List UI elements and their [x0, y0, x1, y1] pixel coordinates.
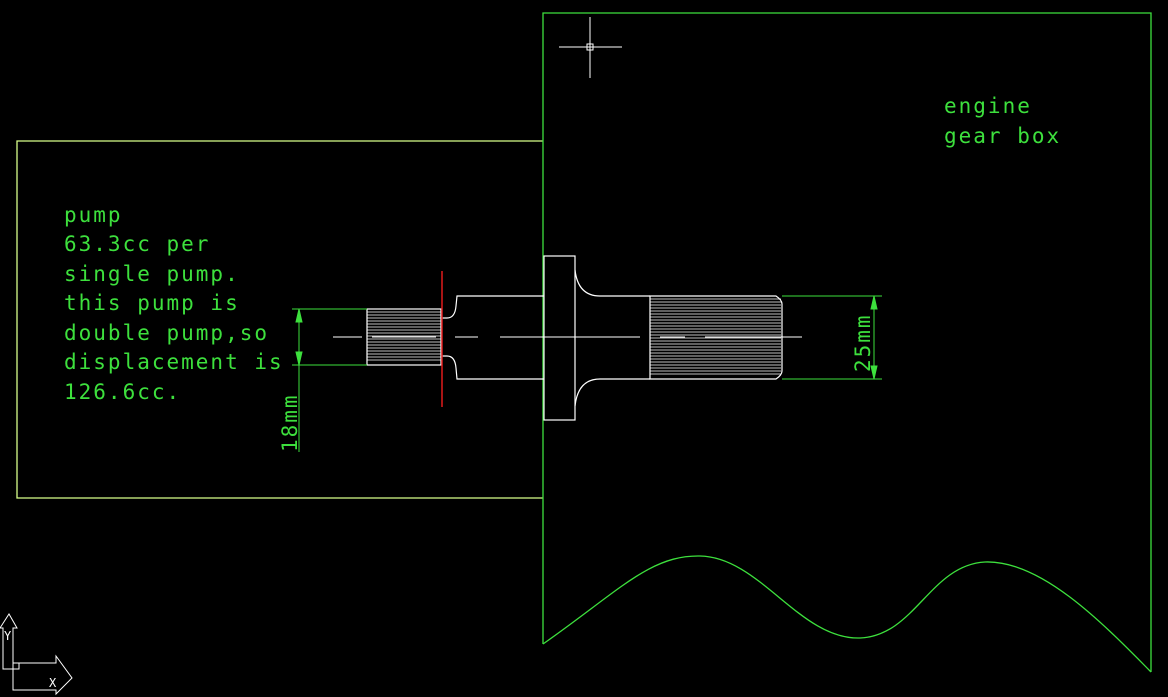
- dimension-label-25mm: 25mm: [851, 313, 875, 372]
- gearbox-label-line: gear box: [944, 124, 1061, 148]
- pump-label: pump 63.3cc per single pump. this pump i…: [64, 203, 298, 404]
- pump-label-line: pump: [64, 203, 123, 227]
- gearbox-housing: [542, 12, 1152, 673]
- pump-label-line: double pump,so: [64, 321, 269, 345]
- break-line: [542, 555, 1152, 673]
- dimension-18mm: [292, 308, 367, 452]
- small-spline: [366, 308, 442, 366]
- pump-housing: [16, 140, 543, 499]
- ucs-axis-icon: [0, 613, 73, 696]
- gearbox-label-line: engine: [944, 94, 1032, 118]
- pump-label-line: this pump is: [64, 291, 240, 315]
- ucs-y-label: Y: [4, 629, 12, 643]
- dimension-label-18mm: 18mm: [278, 393, 302, 452]
- pump-label-line: 126.6cc.: [64, 380, 181, 404]
- ucs-x-label: X: [49, 676, 57, 690]
- spline-hatching: [367, 311, 441, 361]
- large-spline: [649, 295, 783, 380]
- pump-label-line: displacement is: [64, 350, 284, 374]
- pump-label-line: 63.3cc per: [64, 232, 210, 256]
- shaft: [333, 255, 802, 421]
- flange: [543, 255, 576, 421]
- dimension-25mm: [782, 295, 882, 380]
- gearbox-label: engine gear box: [944, 94, 1061, 148]
- crosshair-cursor-icon: [559, 17, 622, 78]
- pump-label-line: single pump.: [64, 262, 240, 286]
- spline-hatching: [650, 298, 781, 375]
